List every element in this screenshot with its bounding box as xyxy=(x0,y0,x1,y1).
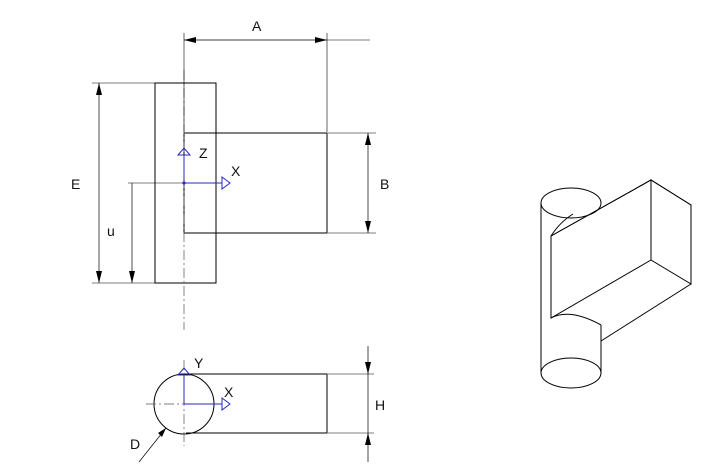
axis-triad-top: X Y xyxy=(176,355,234,411)
isometric-view xyxy=(540,179,692,389)
dimension-h-label: H xyxy=(375,397,385,413)
front-view: A B E u xyxy=(71,18,389,330)
dimension-b: B xyxy=(328,132,389,234)
top-view: H D X Y xyxy=(130,346,385,463)
dimension-a: A xyxy=(183,18,370,132)
axis-x-label-top: X xyxy=(224,384,234,400)
axis-z-label: Z xyxy=(199,145,208,161)
dimension-h: H xyxy=(328,346,385,462)
iso-intersection-top xyxy=(550,213,574,237)
iso-box-bottom-edge xyxy=(600,283,692,342)
dimension-d-label: D xyxy=(130,436,140,452)
iso-intersection-bottom xyxy=(550,313,602,326)
axis-triad-front: X Z xyxy=(176,145,241,190)
dimension-e: E xyxy=(71,82,155,284)
dimension-b-label: B xyxy=(380,176,389,192)
box-top-outline xyxy=(186,373,328,434)
dimension-u-label: u xyxy=(107,223,115,239)
iso-cylinder-bottom-ellipse xyxy=(540,357,602,389)
dimension-u: u xyxy=(107,182,184,283)
axis-y-label: Y xyxy=(194,355,204,371)
dimension-e-label: E xyxy=(71,176,80,192)
dimension-a-label: A xyxy=(252,18,262,34)
iso-box-end-face xyxy=(650,179,692,285)
dimension-d: D xyxy=(130,427,167,463)
axis-x-label: X xyxy=(231,163,241,179)
